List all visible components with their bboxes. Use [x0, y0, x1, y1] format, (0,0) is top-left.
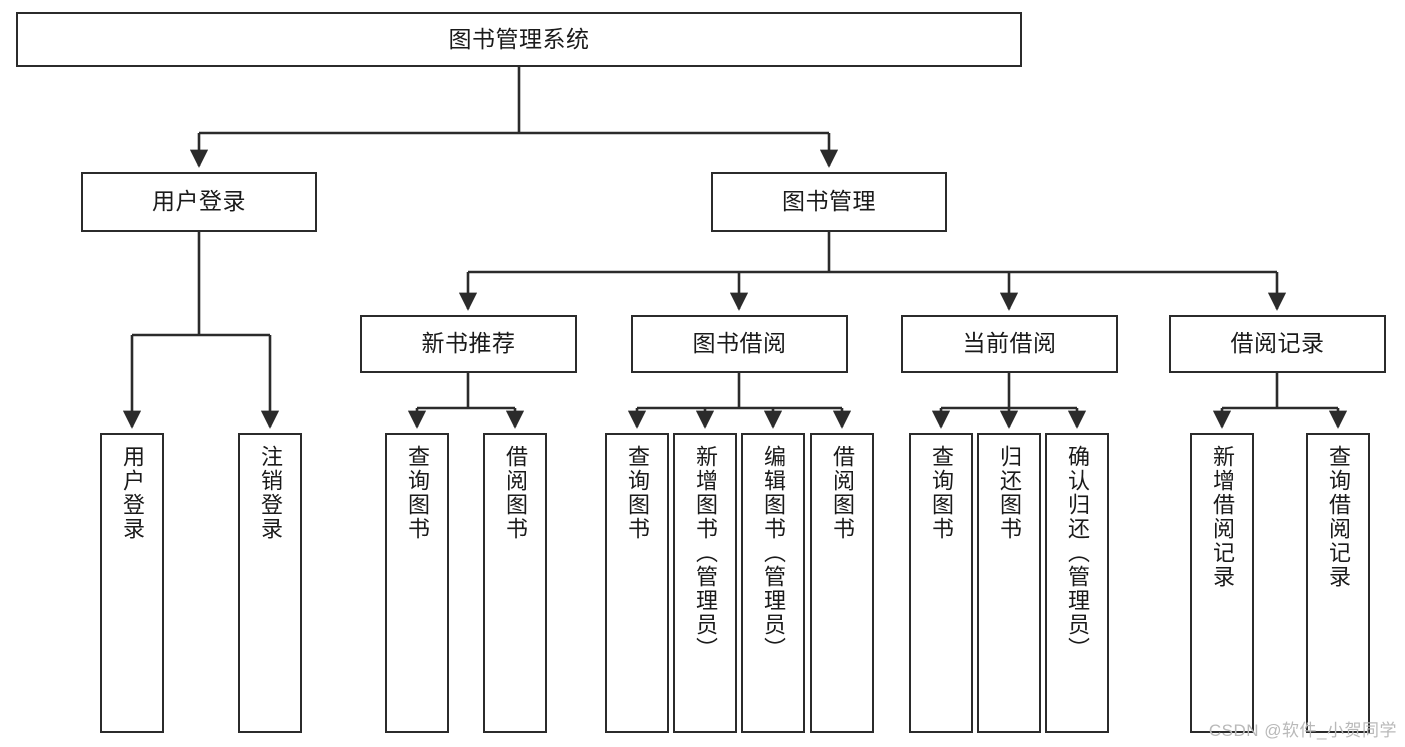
- leaf-user-login[interactable]: 用户登录: [100, 433, 164, 733]
- leaf-query-book-1-label: 查询图书: [405, 445, 430, 541]
- node-user-login-label: 用户登录: [152, 188, 246, 215]
- leaf-query-record-label: 查询借阅记录: [1326, 445, 1351, 589]
- node-book-manage-label: 图书管理: [782, 188, 876, 215]
- leaf-logout[interactable]: 注销登录: [238, 433, 302, 733]
- leaf-borrow-book-1[interactable]: 借阅图书: [483, 433, 547, 733]
- leaf-query-book-2[interactable]: 查询图书: [605, 433, 669, 733]
- node-current-borrow[interactable]: 当前借阅: [901, 315, 1118, 373]
- leaf-return-book[interactable]: 归还图书: [977, 433, 1041, 733]
- leaf-logout-label: 注销登录: [258, 445, 283, 541]
- node-new-book-recommend-label: 新书推荐: [421, 330, 516, 357]
- leaf-confirm-return-label: 确认归还（管理员）: [1065, 445, 1090, 661]
- node-current-borrow-label: 当前借阅: [962, 330, 1057, 357]
- leaf-add-record-label: 新增借阅记录: [1210, 445, 1235, 589]
- leaf-query-record[interactable]: 查询借阅记录: [1306, 433, 1370, 733]
- node-borrow-record[interactable]: 借阅记录: [1169, 315, 1386, 373]
- leaf-confirm-return[interactable]: 确认归还（管理员）: [1045, 433, 1109, 733]
- leaf-user-login-label: 用户登录: [120, 445, 145, 541]
- watermark: CSDN @软件_小贺同学: [1208, 721, 1397, 740]
- node-book-borrow-label: 图书借阅: [692, 330, 787, 357]
- node-book-borrow[interactable]: 图书借阅: [631, 315, 848, 373]
- leaf-add-book-label: 新增图书（管理员）: [693, 445, 718, 661]
- leaf-return-book-label: 归还图书: [997, 445, 1022, 541]
- node-borrow-record-label: 借阅记录: [1230, 330, 1325, 357]
- node-root[interactable]: 图书管理系统: [16, 12, 1022, 67]
- node-book-manage[interactable]: 图书管理: [711, 172, 947, 232]
- leaf-add-book[interactable]: 新增图书（管理员）: [673, 433, 737, 733]
- node-user-login[interactable]: 用户登录: [81, 172, 317, 232]
- leaf-edit-book[interactable]: 编辑图书（管理员）: [741, 433, 805, 733]
- node-root-label: 图书管理系统: [448, 25, 590, 52]
- leaf-borrow-book-1-label: 借阅图书: [503, 445, 528, 541]
- node-new-book-recommend[interactable]: 新书推荐: [360, 315, 577, 373]
- leaf-add-record[interactable]: 新增借阅记录: [1190, 433, 1254, 733]
- leaf-query-book-1[interactable]: 查询图书: [385, 433, 449, 733]
- leaf-borrow-book-2[interactable]: 借阅图书: [810, 433, 874, 733]
- leaf-borrow-book-2-label: 借阅图书: [830, 445, 855, 541]
- leaf-edit-book-label: 编辑图书（管理员）: [761, 445, 786, 661]
- leaf-query-book-3[interactable]: 查询图书: [909, 433, 973, 733]
- leaf-query-book-3-label: 查询图书: [929, 445, 954, 541]
- leaf-query-book-2-label: 查询图书: [625, 445, 650, 541]
